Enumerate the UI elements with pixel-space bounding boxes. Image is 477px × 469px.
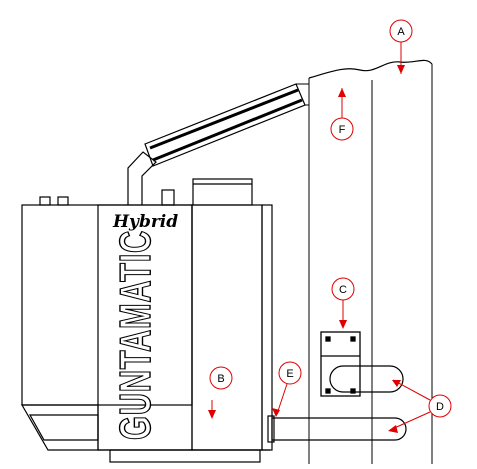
callout-d-circle	[428, 394, 452, 418]
callout-d: D	[388, 379, 452, 433]
brand-subtitle: Hybrid	[112, 212, 178, 232]
brand-logo: Hybrid GUNTAMATIC	[110, 212, 178, 441]
arrow-icon	[272, 408, 280, 417]
callout-e: E	[272, 361, 302, 417]
arrow-icon	[338, 88, 346, 97]
arrow-icon	[397, 65, 405, 74]
callout-e-label: E	[286, 368, 293, 380]
chimney	[308, 59, 433, 464]
callout-c: C	[331, 277, 355, 329]
callout-e-circle	[278, 361, 302, 385]
callout-a-label: A	[397, 26, 405, 38]
upper-flue-pipe	[127, 83, 309, 205]
arrow-icon	[339, 320, 347, 329]
callout-c-label: C	[339, 284, 347, 296]
callout-b-circle	[209, 366, 233, 390]
arrow-icon	[392, 380, 401, 387]
callout-d-label: D	[436, 401, 444, 413]
brand-name: GUNTAMATIC	[111, 230, 160, 440]
cleaning-door	[320, 331, 361, 397]
arrow-icon	[388, 425, 398, 433]
callout-b: B	[208, 366, 233, 419]
callout-f-label: F	[339, 124, 346, 136]
callout-f: F	[330, 88, 354, 141]
hybrid-module	[191, 178, 273, 451]
callout-a: A	[389, 19, 413, 74]
callout-b-label: B	[217, 373, 224, 385]
lower-pipes	[267, 365, 407, 443]
arrow-icon	[208, 410, 216, 419]
